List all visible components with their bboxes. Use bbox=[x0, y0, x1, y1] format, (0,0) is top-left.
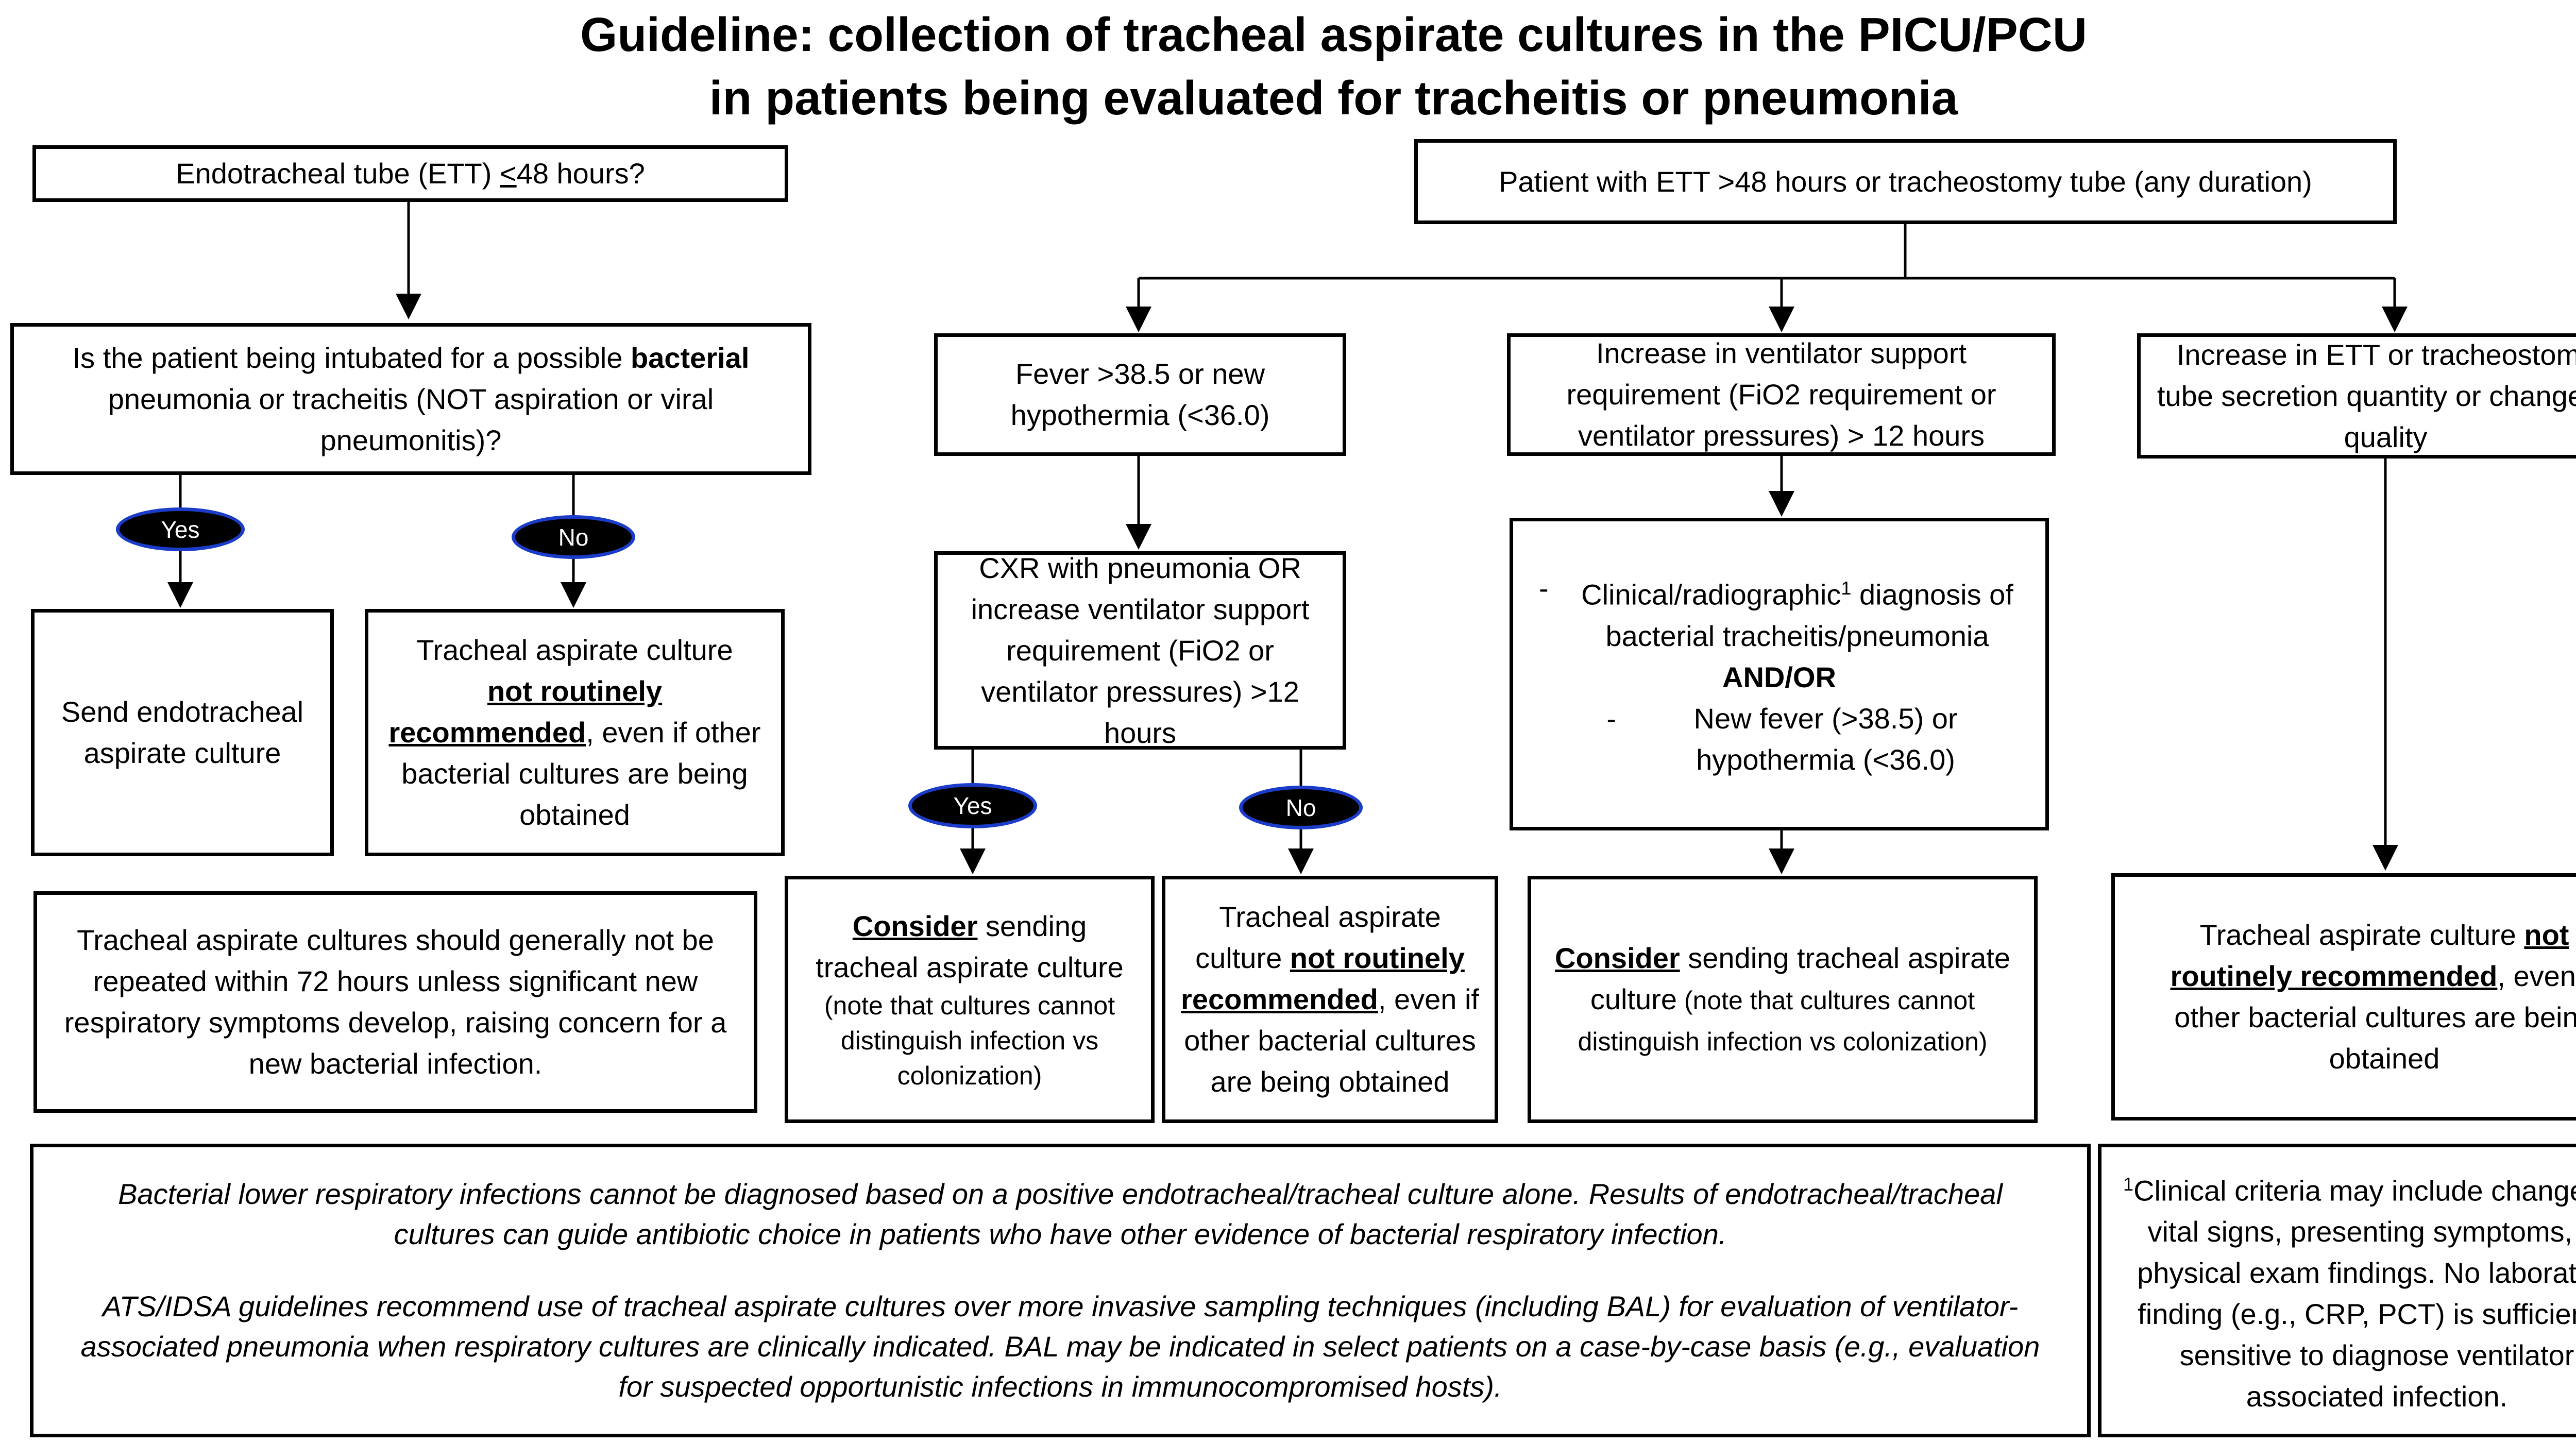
patient-ett-tracheostomy-box: Patient with ETT >48 hours or tracheosto… bbox=[1414, 139, 2397, 224]
title-line-2: in patients being evaluated for tracheit… bbox=[709, 71, 1958, 125]
fever-box: Fever >38.5 or new hypothermia (<36.0) bbox=[934, 333, 1346, 456]
clinical-diagnosis-box: - Clinical/radiographic1 diagnosis of ba… bbox=[1510, 518, 2049, 830]
consider-culture-box: Consider sending tracheal aspirate cultu… bbox=[785, 876, 1155, 1123]
intubation-reason-question-box: Is the patient being intubated for a pos… bbox=[10, 323, 811, 475]
note-ats-idsa: ATS/IDSA guidelines recommend use of tra… bbox=[80, 1290, 2040, 1403]
page-title: Guideline: collection of tracheal aspira… bbox=[0, 3, 2576, 130]
not-recommended-box-middle: Tracheal aspirate culture not routinely … bbox=[1162, 876, 1498, 1123]
yes-oval-right: Yes bbox=[908, 783, 1037, 828]
no-oval-left: No bbox=[512, 515, 635, 559]
ett-duration-question-box: Endotracheal tube (ETT) <48 hours? bbox=[32, 145, 788, 202]
secretion-change-box: Increase in ETT or tracheostomy tube sec… bbox=[2137, 333, 2576, 459]
ventilator-support-box: Increase in ventilator support requireme… bbox=[1507, 333, 2056, 456]
not-recommended-box-right: Tracheal aspirate culture not routinely … bbox=[2111, 873, 2576, 1121]
cxr-box: CXR with pneumonia OR increase ventilato… bbox=[934, 551, 1346, 750]
repeat-note-box: Tracheal aspirate cultures should genera… bbox=[33, 891, 757, 1113]
no-oval-right: No bbox=[1239, 786, 1363, 829]
footer-notes-box: Bacterial lower respiratory infections c… bbox=[30, 1144, 2091, 1437]
note-diagnosis: Bacterial lower respiratory infections c… bbox=[118, 1178, 2003, 1250]
consider-culture-box-2: Consider sending tracheal aspirate cultu… bbox=[1528, 876, 2038, 1123]
send-culture-box: Send endotracheal aspirate culture bbox=[31, 609, 334, 856]
footnote-box: 1Clinical criteria may include changes i… bbox=[2098, 1144, 2576, 1437]
yes-oval-left: Yes bbox=[116, 507, 245, 551]
title-line-1: Guideline: collection of tracheal aspira… bbox=[580, 8, 2087, 61]
